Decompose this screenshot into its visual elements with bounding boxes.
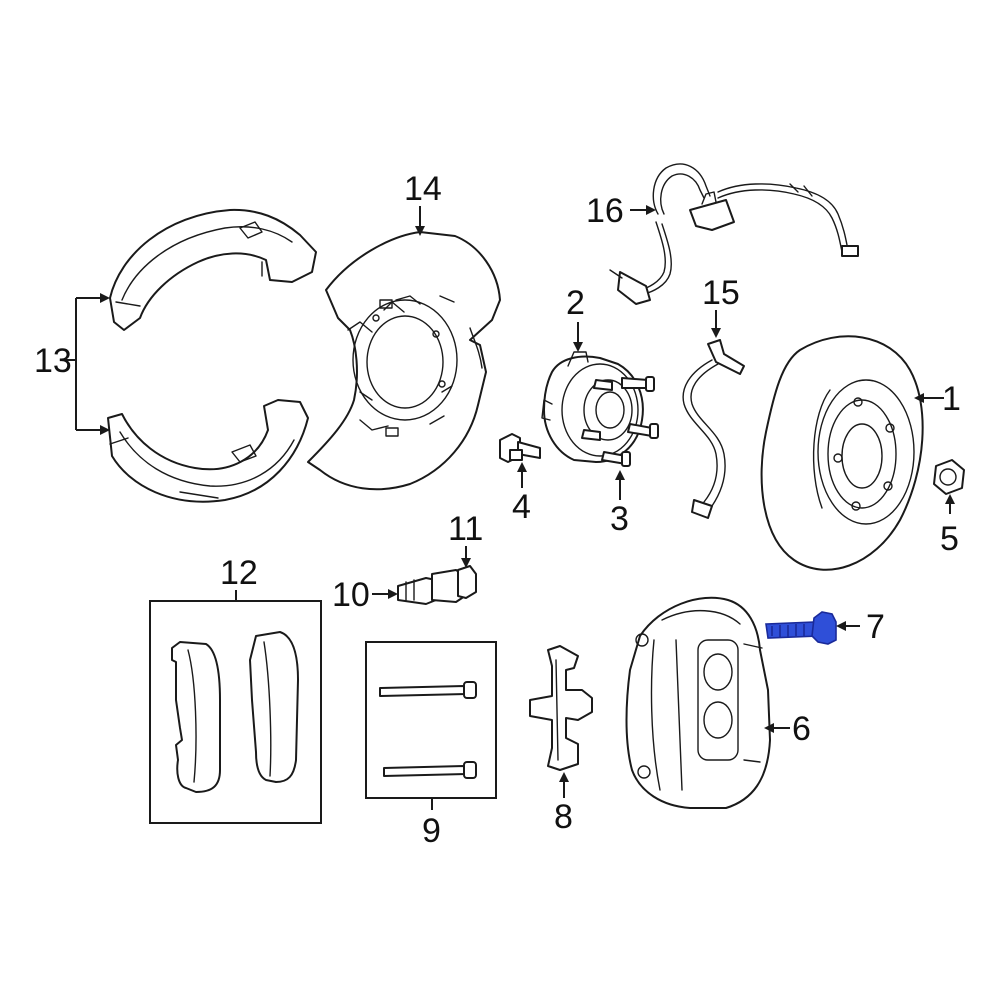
hub-bolt[interactable] <box>499 433 541 463</box>
abs-sensor[interactable] <box>609 163 859 305</box>
callout-8: 8 <box>554 798 573 836</box>
bleeder-cap[interactable] <box>457 565 477 599</box>
callout-4: 4 <box>512 488 531 526</box>
brake-caliper[interactable] <box>625 596 791 809</box>
callout-5: 5 <box>940 520 959 558</box>
bleeder-screw[interactable] <box>397 569 463 605</box>
splash-shield[interactable] <box>307 206 501 491</box>
caliper-bolt[interactable] <box>765 611 860 645</box>
callout-6: 6 <box>792 710 811 748</box>
callout-9: 9 <box>422 812 441 850</box>
callout-3: 3 <box>610 500 629 538</box>
brake-rotor[interactable] <box>760 335 944 571</box>
callout-16: 16 <box>586 192 624 230</box>
brake-pads[interactable] <box>149 590 322 824</box>
pad-pins[interactable] <box>365 641 497 810</box>
anti-rattle-spring[interactable] <box>529 645 593 798</box>
callout-2: 2 <box>566 284 585 322</box>
callout-14: 14 <box>404 170 442 208</box>
callout-12: 12 <box>220 554 258 592</box>
wheel-studs[interactable] <box>581 376 659 467</box>
callout-1: 1 <box>942 380 961 418</box>
hub-bearing[interactable] <box>541 351 644 463</box>
callout-15: 15 <box>702 274 740 312</box>
callout-7: 7 <box>866 608 885 646</box>
callout-13: 13 <box>34 342 72 380</box>
parking-brake-shoes[interactable] <box>60 208 317 503</box>
lug-nut[interactable] <box>933 459 965 514</box>
brake-hose[interactable] <box>682 310 745 519</box>
callout-10: 10 <box>332 576 370 614</box>
callout-11: 11 <box>448 510 483 548</box>
